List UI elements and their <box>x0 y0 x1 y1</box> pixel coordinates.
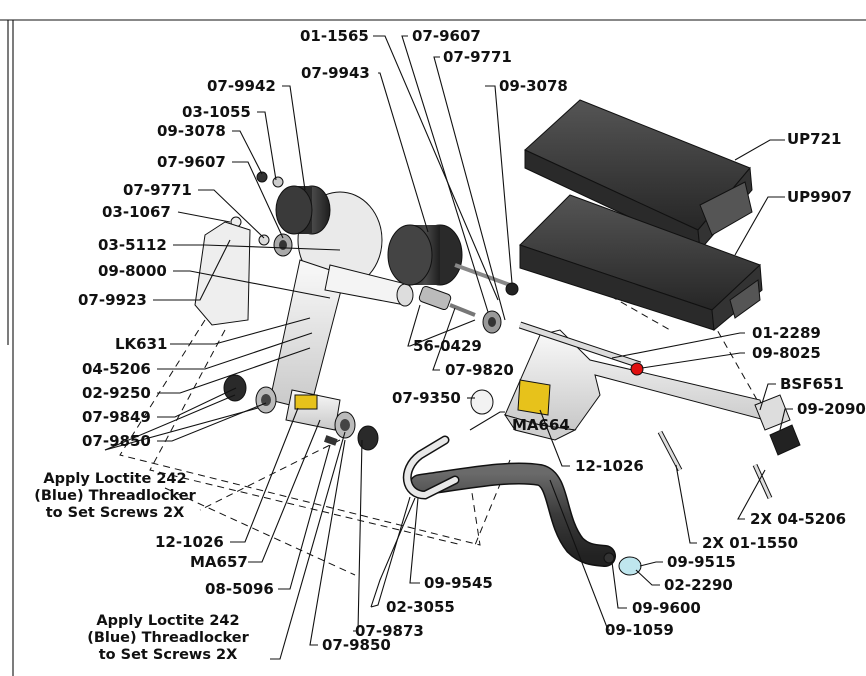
left-hardware <box>230 171 293 257</box>
label-07-9771-top: 07-9771 <box>443 48 512 66</box>
label-04-5206: 04-5206 <box>82 360 151 378</box>
label-07-9942: 07-9942 <box>207 77 276 95</box>
label-07-9923: 07-9923 <box>78 291 147 309</box>
label-07-9850-bottom: 07-9850 <box>322 636 391 654</box>
label-07-9607-top: 07-9607 <box>412 27 481 45</box>
bsf651-end <box>754 394 791 431</box>
loctite-note-2-line-1: Apply Loctite 242 <box>96 613 240 629</box>
label-up721: UP721 <box>787 130 842 148</box>
label-01-1565: 01-1565 <box>300 27 369 45</box>
label-09-8025: 09-8025 <box>752 344 821 362</box>
label-03-1055: 03-1055 <box>182 103 251 121</box>
roller-07-9943 <box>387 224 463 286</box>
label-07-9607-left: 07-9607 <box>157 153 226 171</box>
label-09-3078-top: 09-3078 <box>499 77 568 95</box>
mechanism-56-0429 <box>418 285 502 334</box>
label-09-2090: 09-2090 <box>797 400 866 418</box>
label-ma657: MA657 <box>190 553 248 571</box>
loctite-note-1-line-1: Apply Loctite 242 <box>43 471 187 487</box>
bracket-07-9923 <box>194 221 251 326</box>
rod-01-2289 <box>518 321 642 369</box>
loctite-note-1: Apply Loctite 242 (Blue) Threadlocker to… <box>15 471 215 522</box>
label-09-3078-left: 09-3078 <box>157 122 226 140</box>
label-07-9849: 07-9849 <box>82 408 151 426</box>
label-03-5112: 03-5112 <box>98 236 167 254</box>
label-ma664: MA664 <box>512 416 570 434</box>
red-knob-09-8025 <box>630 362 644 376</box>
border-frame <box>0 19 866 676</box>
loctite-note-2: Apply Loctite 242 (Blue) Threadlocker to… <box>68 613 268 664</box>
label-07-9820: 07-9820 <box>445 361 514 379</box>
label-bsf651: BSF651 <box>780 375 844 393</box>
label-up9907: UP9907 <box>787 188 852 206</box>
label-2x-01-1550: 2X 01-1550 <box>702 534 799 552</box>
label-09-9515: 09-9515 <box>667 553 736 571</box>
rod-01-1565 <box>454 263 511 287</box>
arm-collar <box>285 389 341 431</box>
label-03-1067: 03-1067 <box>102 203 171 221</box>
main-frame-12-1026 <box>503 329 766 441</box>
loctite-note-2-line-3: to Set Screws 2X <box>98 647 238 663</box>
loctite-note-2-line-2: (Blue) Threadlocker <box>87 630 249 646</box>
cap-09-3078 <box>505 282 519 296</box>
label-07-9943: 07-9943 <box>301 64 370 82</box>
foot-plate-09-2090 <box>769 424 801 456</box>
label-07-9850-left: 07-9850 <box>82 432 151 450</box>
label-2x-04-5206: 2X 04-5206 <box>750 510 847 528</box>
label-07-9771-left: 07-9771 <box>123 181 192 199</box>
label-08-5096: 08-5096 <box>205 580 274 598</box>
label-09-9545: 09-9545 <box>424 574 493 592</box>
label-12-1026-right: 12-1026 <box>575 457 644 475</box>
pad-up721 <box>524 99 753 252</box>
label-02-3055: 02-3055 <box>386 598 455 616</box>
label-lk631: LK631 <box>115 335 168 353</box>
bolts-01-1550 <box>657 430 773 500</box>
label-01-2289: 01-2289 <box>752 324 821 342</box>
label-02-9250: 02-9250 <box>82 384 151 402</box>
label-02-2290: 02-2290 <box>664 576 733 594</box>
label-12-1026-left: 12-1026 <box>155 533 224 551</box>
roller-07-9942 <box>275 185 331 235</box>
label-09-9600: 09-9600 <box>632 599 701 617</box>
loctite-note-1-line-2: (Blue) Threadlocker <box>34 488 196 504</box>
label-09-8000: 09-8000 <box>98 262 167 280</box>
end-knob <box>603 552 642 576</box>
label-07-9350: 07-9350 <box>392 389 461 407</box>
label-56-0429: 56-0429 <box>413 337 482 355</box>
label-07-9873: 07-9873 <box>355 622 424 640</box>
pad-up9907 <box>519 194 763 331</box>
leader-lines <box>104 35 793 660</box>
label-09-1059: 09-1059 <box>605 621 674 639</box>
loctite-note-1-line-3: to Set Screws 2X <box>45 505 185 521</box>
spacer-07-9350 <box>470 389 494 415</box>
